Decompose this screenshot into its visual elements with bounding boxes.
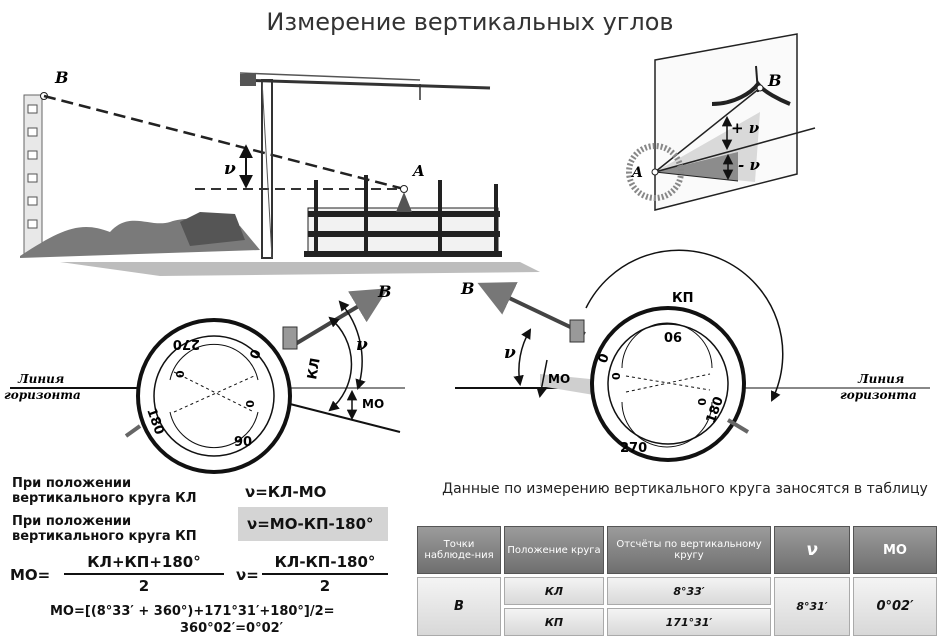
nu-fraction: КЛ-КП-180° 2 [262, 553, 388, 595]
cell-nu-value: 8°31′ [774, 577, 850, 636]
kp-formula: ν=МО-КП-180° [247, 515, 374, 533]
kl-position-text: При положении вертикального круга КЛ [12, 476, 197, 506]
label-point-b-plane: B [767, 71, 782, 90]
dial-kl-inner-zero: 0 [174, 370, 187, 378]
dial-kl-bottom: 90 [234, 435, 252, 450]
mo-fraction-numerator: КЛ+КП+180° [64, 553, 224, 575]
cell-position-kl: КЛ [504, 577, 604, 605]
table-caption: Данные по измерению вертикального круга … [442, 481, 928, 497]
cell-mo-value: 0°02′ [853, 577, 937, 636]
label-mo-right: МО [548, 372, 570, 386]
dial-kp-bottom: 270 [620, 441, 647, 456]
header-nu: ν [774, 526, 850, 574]
cell-point: B [417, 577, 501, 636]
label-point-a-plane: A [630, 165, 643, 181]
dial-kp-top: 90 [664, 328, 682, 343]
header-position: Положение круга [504, 526, 604, 574]
dial-kp-inner-zero: 0 [610, 372, 623, 380]
label-point-b-left: B [377, 282, 392, 301]
example-line-1: МО=[(8°33′ + 360°)+171°31′+180°]/2= [50, 604, 335, 619]
cell-reading-kp: 171°31′ [607, 608, 771, 636]
header-mo: МО [853, 526, 937, 574]
nu-formula-label: ν= [236, 566, 259, 584]
label-mo-left: МО [362, 397, 384, 411]
label-point-a-scene: A [411, 162, 425, 180]
kp-position-text: При положении вертикального круга КП [12, 514, 197, 544]
dial-kl [10, 288, 405, 474]
label-kp: КП [672, 291, 694, 306]
dial-kp-inner-zero-2: 0 [695, 398, 708, 406]
dial-kp [455, 249, 930, 462]
table-header-row: Точки наблюде-ния Положение круга Отсчёт… [417, 526, 937, 574]
table-row: B КЛ 8°33′ 8°31′ 0°02′ [417, 577, 937, 636]
example-line-2: 360°02′=0°02′ [180, 621, 284, 636]
label-minus-nu: - ν [738, 156, 760, 174]
measurement-table: Точки наблюде-ния Положение круга Отсчёт… [414, 523, 940, 639]
label-point-b-scene: B [54, 68, 69, 87]
header-readings: Отсчёты по вертикальному кругу [607, 526, 771, 574]
label-nu-left: ν [356, 335, 368, 355]
page-title: Измерение вертикальных углов [266, 8, 674, 36]
vertical-plane-diagram [626, 33, 816, 211]
header-points: Точки наблюде-ния [417, 526, 501, 574]
cell-position-kp: КП [504, 608, 604, 636]
mo-formula-label: МО= [10, 566, 51, 584]
label-horizon-left-1: Линия [17, 372, 64, 386]
kp-formula-box [238, 507, 388, 541]
label-nu-scene: ν [224, 159, 236, 179]
label-horizon-right-2: горизонта [840, 388, 917, 402]
kl-formula: ν=КЛ-МО [245, 483, 327, 501]
construction-scene [20, 72, 540, 276]
dial-kl-inner-zero-2: 0 [243, 400, 256, 408]
label-kl: КЛ [305, 357, 323, 381]
mo-fraction-denominator: 2 [138, 577, 150, 595]
cell-reading-kl: 8°33′ [607, 577, 771, 605]
nu-fraction-denominator: 2 [319, 577, 331, 595]
nu-fraction-numerator: КЛ-КП-180° [262, 553, 388, 575]
label-point-b-right: B [460, 279, 475, 298]
label-nu-right: ν [504, 343, 516, 363]
label-horizon-right-1: Линия [857, 372, 904, 386]
dial-kl-top: 270 [173, 336, 200, 351]
mo-fraction: КЛ+КП+180° 2 [64, 553, 224, 595]
label-plus-nu: + ν [731, 119, 760, 137]
label-horizon-left-2: горизонта [4, 388, 81, 402]
table-row: КП 171°31′ [417, 608, 937, 636]
